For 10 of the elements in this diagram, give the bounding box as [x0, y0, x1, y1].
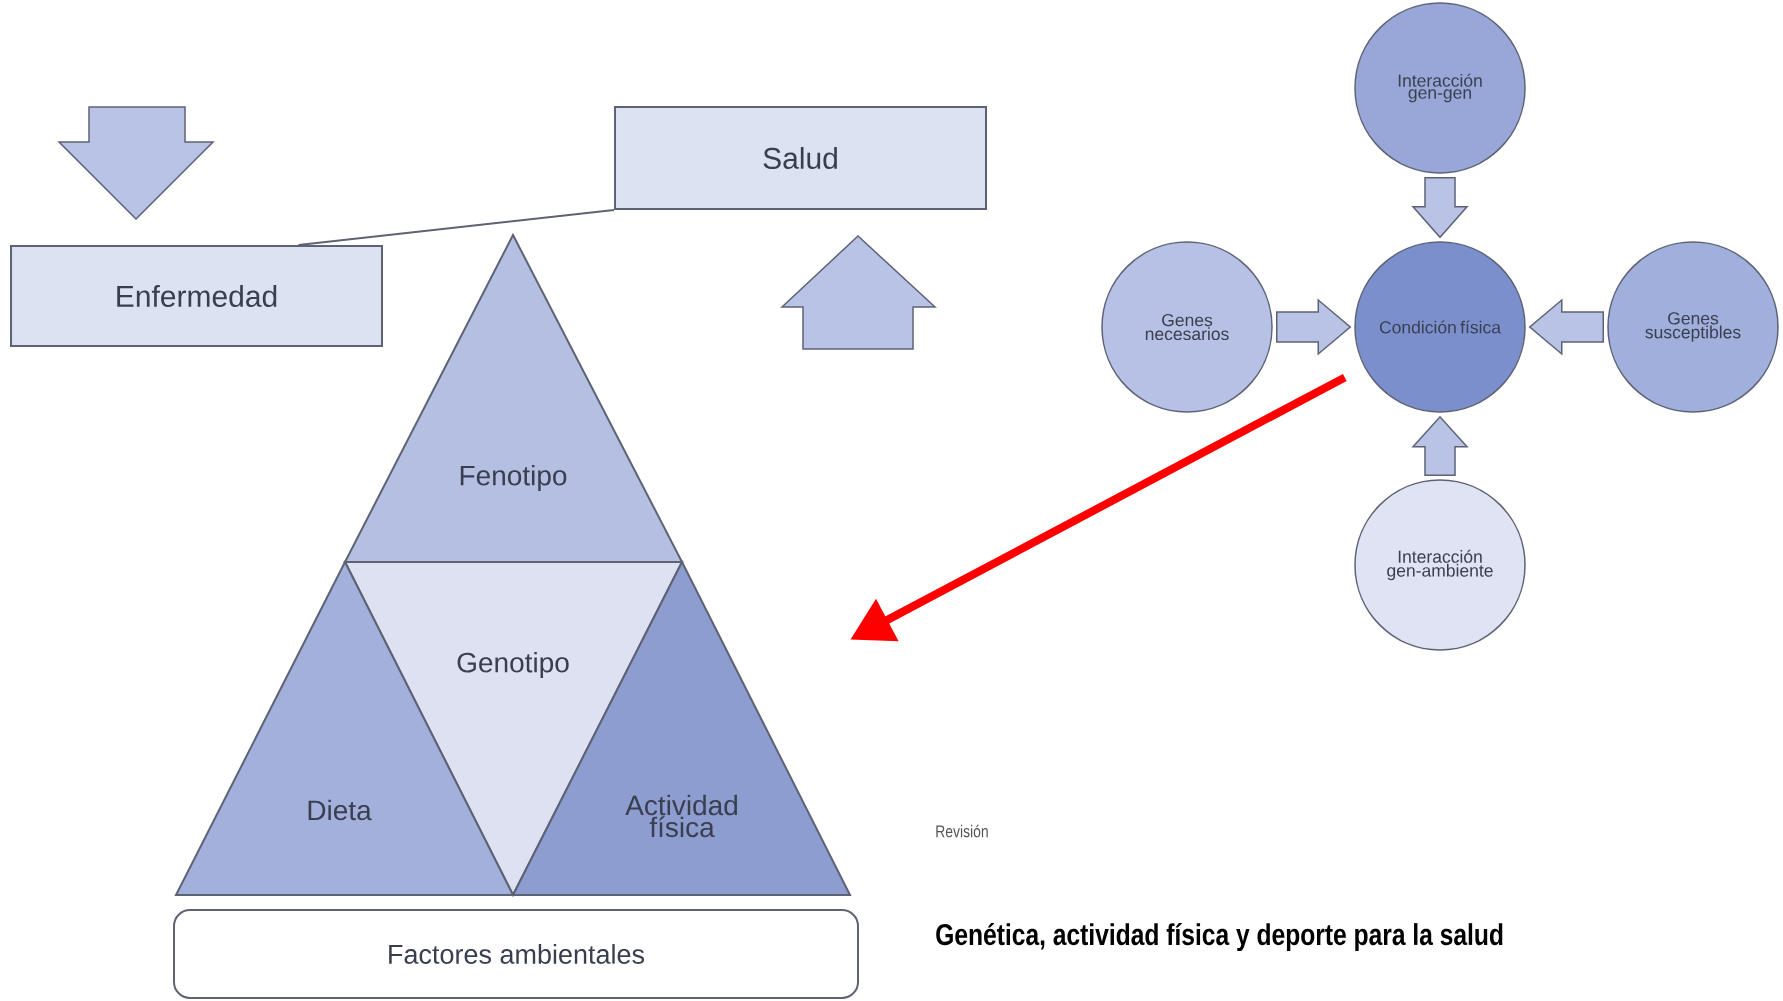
- block-arrow: [1411, 177, 1469, 239]
- section-label: Revisión: [936, 824, 988, 838]
- text-box: Enfermedad: [10, 245, 383, 347]
- rounded-box: Factores ambientales: [173, 909, 859, 999]
- block-arrow: [1276, 298, 1352, 356]
- text-box: Salud: [614, 106, 987, 210]
- title: Genética, actividad física y deporte para la salud: [936, 922, 1503, 952]
- block-arrow: [1411, 415, 1469, 476]
- connector-line: [297, 209, 615, 246]
- block-arrow: [1528, 298, 1604, 356]
